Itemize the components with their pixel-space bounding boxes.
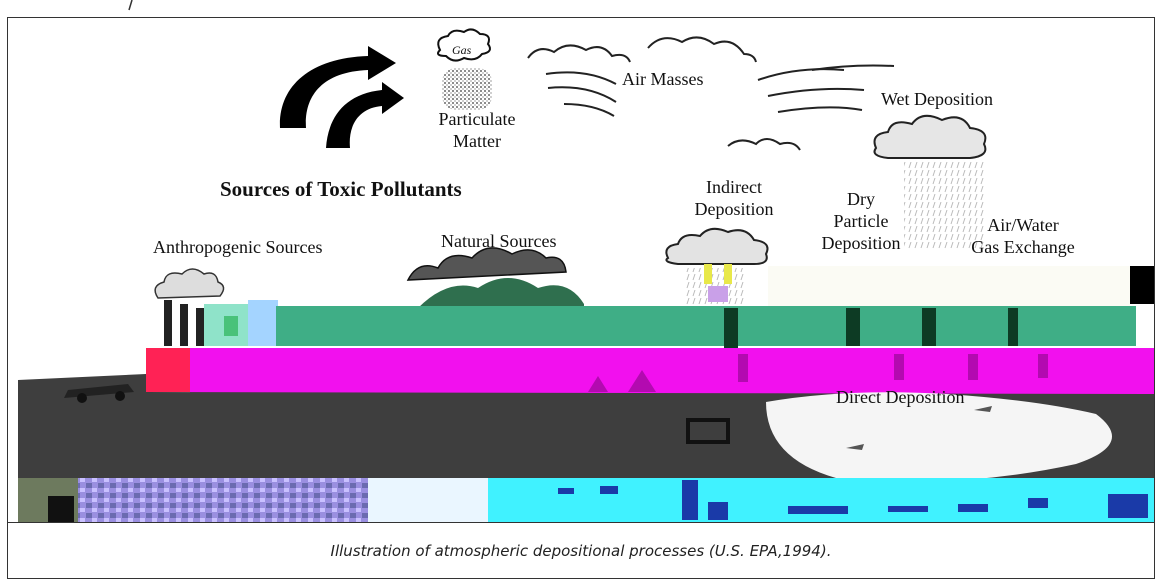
- label-particulate-matter: Particulate Matter: [438, 109, 516, 151]
- gas-label: Gas: [452, 43, 472, 57]
- wet-deposition-cloud-icon: [873, 114, 987, 250]
- emission-arrows-icon: [279, 46, 404, 148]
- deposition-illustration: Gas: [18, 28, 1154, 522]
- figure-caption: Illustration of atmospheric depositional…: [330, 542, 832, 560]
- air-masses-clouds: [527, 36, 895, 151]
- label-natural-sources: Natural Sources: [441, 231, 557, 251]
- label-indirect-deposition: Indirect Deposition: [694, 177, 774, 219]
- label-air-water-gas-exchange: Air/Water Gas Exchange: [971, 215, 1075, 257]
- indirect-deposition-cloud-icon: [665, 227, 769, 312]
- particulate-matter-icon: [442, 68, 492, 110]
- label-direct-deposition: Direct Deposition: [836, 387, 965, 407]
- figure-frame: Gas: [7, 17, 1155, 579]
- label-dry-particle-deposition: Dry Particle Deposition: [821, 189, 901, 253]
- corner-block: [1130, 266, 1154, 304]
- cyan-band: [488, 478, 1154, 522]
- caption-divider: [8, 522, 1154, 523]
- magenta-band: [190, 348, 1154, 394]
- green-band: [276, 306, 1136, 346]
- frame-top-fragment: [128, 0, 133, 11]
- diagram-title: Sources of Toxic Pollutants: [220, 177, 462, 201]
- gas-cloud-icon: Gas: [437, 28, 491, 62]
- water-body: [766, 392, 1112, 482]
- label-anthropogenic-sources: Anthropogenic Sources: [153, 237, 323, 257]
- factory-icon: [154, 268, 278, 346]
- label-wet-deposition: Wet Deposition: [881, 89, 994, 109]
- label-air-masses: Air Masses: [622, 69, 704, 89]
